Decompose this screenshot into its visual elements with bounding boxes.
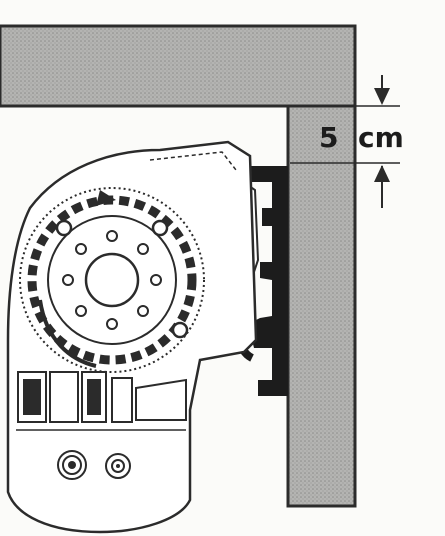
dimension-unit: cm <box>358 121 404 154</box>
dimension-arrow-up-icon <box>374 165 390 208</box>
screw-holes <box>57 450 131 480</box>
dimension-lines <box>290 105 400 164</box>
gear-wheel <box>19 187 205 373</box>
dimension-arrow-down-icon <box>374 75 390 105</box>
gear-bolt-holes <box>62 230 162 330</box>
strap-guide <box>17 371 187 423</box>
dimension-value: 5 <box>319 121 338 154</box>
wall <box>286 104 357 508</box>
ceiling-lintel <box>0 24 357 108</box>
